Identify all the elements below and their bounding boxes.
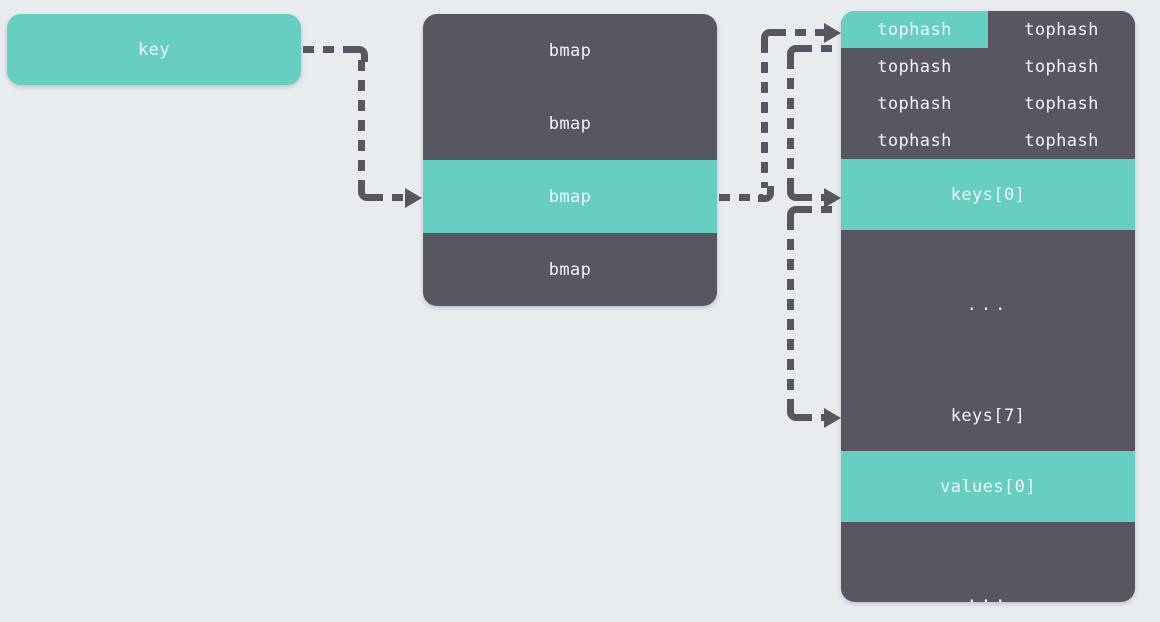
tophash-grid: tophash tophash tophash tophash tophash … <box>841 11 1135 159</box>
connector-bmap-to-keys-vertical <box>787 58 794 188</box>
connector-key-to-bmap-horizontal-top <box>303 46 359 53</box>
tophash-cell-5[interactable]: tophash <box>1024 93 1099 114</box>
connector-bmap-to-keys-horizontal <box>801 194 831 201</box>
connector-bmap-to-tophash-arrowhead <box>824 23 841 43</box>
bmap-row-2-selected[interactable]: bmap <box>423 160 717 233</box>
connector-bmap-trunk-horizontal <box>719 194 763 201</box>
slot-keys-0-selected[interactable]: keys[0] <box>841 159 1135 230</box>
connector-bmap-to-keys-corner-bottom <box>787 185 803 201</box>
slot-values-ellipsis: ... <box>966 587 1010 602</box>
tophash-cell-0-selected[interactable]: tophash <box>841 11 988 48</box>
connector-bmap-to-keys-horizontal-top <box>801 45 841 52</box>
connector-bmap-to-values-arrowhead <box>824 408 841 428</box>
slot-keys-ellipsis: ... <box>966 295 1010 315</box>
connector-bmap-to-tophash-horizontal <box>775 29 829 36</box>
connector-key-to-bmap-arrowhead <box>405 188 422 208</box>
connector-bmap-to-values-horizontal-top <box>801 206 841 213</box>
bmap-row-1[interactable]: bmap <box>548 113 592 134</box>
connector-key-to-bmap-vertical <box>358 60 365 194</box>
tophash-cell-4[interactable]: tophash <box>877 93 952 114</box>
tophash-cell-2[interactable]: tophash <box>877 56 952 77</box>
connector-bmap-to-values-corner-top <box>787 206 803 222</box>
connector-key-to-bmap-corner-bottom <box>358 185 374 201</box>
key-box[interactable]: key <box>7 14 301 85</box>
connector-bmap-to-tophash-vertical <box>761 42 768 188</box>
connector-bmap-to-values-vertical <box>787 219 794 405</box>
connector-bmap-to-keys-arrowhead <box>824 188 841 208</box>
bmap-row-0[interactable]: bmap <box>548 40 592 61</box>
connector-bmap-to-tophash-corner-top <box>761 29 777 45</box>
tophash-cell-1[interactable]: tophash <box>1024 19 1099 40</box>
connector-key-to-bmap-horizontal-bottom <box>372 194 410 201</box>
bucket-box[interactable]: tophash tophash tophash tophash tophash … <box>841 11 1135 602</box>
connector-key-to-bmap-corner-top <box>352 46 368 62</box>
connector-bmap-to-values-horizontal <box>801 414 831 421</box>
tophash-cell-7[interactable]: tophash <box>1024 130 1099 151</box>
tophash-cell-6[interactable]: tophash <box>877 130 952 151</box>
slot-keys-7[interactable]: keys[7] <box>950 405 1026 426</box>
connector-bmap-to-keys-corner-top <box>787 45 803 61</box>
slot-values-0-selected[interactable]: values[0] <box>841 451 1135 522</box>
key-label: key <box>138 39 170 60</box>
connector-bmap-to-values-corner-bottom <box>787 405 803 421</box>
connector-bmap-to-tophash-corner-bottom <box>758 186 774 202</box>
bmap-box[interactable]: bmap bmap bmap bmap <box>423 14 717 306</box>
tophash-cell-3[interactable]: tophash <box>1024 56 1099 77</box>
bmap-row-3[interactable]: bmap <box>548 259 592 280</box>
